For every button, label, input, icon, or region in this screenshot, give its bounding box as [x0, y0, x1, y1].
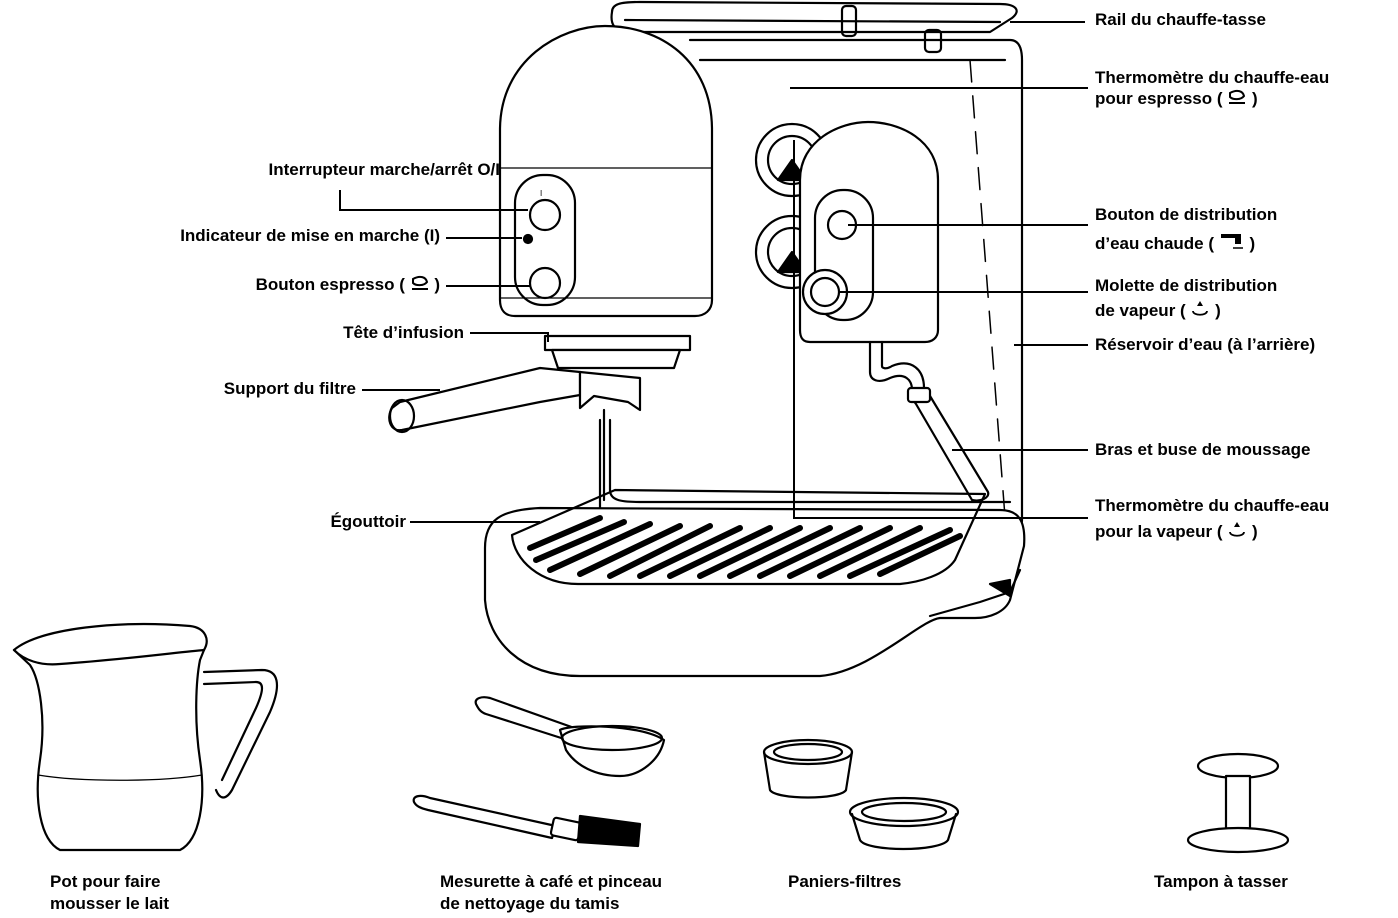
filter-baskets-drawing: [762, 738, 960, 851]
label-scoop-brush-line1: Mesurette à café et pinceau: [440, 872, 663, 891]
steam-group-housing: [754, 120, 940, 344]
label-milk-pitcher-line1: Pot pour faire: [50, 872, 161, 891]
label-portafilter: Support du filtre: [223, 379, 356, 398]
label-hot-water-button-line2: d’eau chaude ( ): [1095, 234, 1256, 253]
label-drip-tray: Égouttoir: [330, 512, 406, 531]
coffee-scoop-drawing: [474, 696, 666, 778]
label-power-indicator: Indicateur de mise en marche (I): [180, 226, 440, 245]
leader-lines: [339, 21, 1088, 523]
brew-group-housing: [498, 24, 714, 318]
label-milk-pitcher-line2: mousser le lait: [50, 894, 170, 913]
milk-pitcher-drawing: [12, 622, 279, 852]
label-tamper: Tampon à tasser: [1154, 872, 1288, 891]
cleaning-brush-drawing: [412, 794, 642, 848]
label-espresso-button: Bouton espresso ( ): [255, 275, 440, 294]
steam-cloud-icon: [1192, 301, 1209, 316]
portafilter: [388, 366, 642, 502]
hot-water-spout-icon: [1220, 234, 1243, 249]
label-filter-baskets: Paniers-filtres: [788, 872, 902, 891]
left-control-panel: I: [513, 173, 577, 307]
frothing-arm: [868, 340, 990, 502]
label-steam-knob-line2: de vapeur ( ): [1095, 301, 1221, 320]
label-power-switch: Interrupteur marche/arrêt O/I: [268, 160, 500, 179]
label-steam-thermometer-line2: pour la vapeur ( ): [1095, 522, 1258, 541]
label-espresso-thermometer-line1: Thermomètre du chauffe-eau: [1095, 68, 1330, 87]
label-frothing-arm: Bras et buse de moussage: [1095, 440, 1311, 459]
label-cup-warmer-rail: Rail du chauffe-tasse: [1095, 10, 1266, 29]
label-steam-knob-line1: Molette de distribution: [1095, 276, 1278, 295]
label-water-reservoir: Réservoir d’eau (à l’arrière): [1095, 335, 1316, 354]
label-espresso-thermometer-line2: pour espresso ( ): [1095, 89, 1258, 108]
label-steam-thermometer-line1: Thermomètre du chauffe-eau: [1095, 496, 1330, 515]
label-scoop-brush-line2: de nettoyage du tamis: [440, 894, 620, 913]
cup-warmer-rail: [610, 0, 1018, 54]
tamper-drawing: [1186, 752, 1290, 854]
steam-cloud-icon: [1229, 522, 1246, 537]
espresso-cup-icon: [411, 275, 428, 290]
espresso-cup-icon: [1229, 89, 1246, 104]
label-hot-water-button-line1: Bouton de distribution: [1095, 205, 1278, 224]
label-brew-head: Tête d’infusion: [343, 323, 464, 342]
svg-text:I: I: [540, 189, 542, 198]
brew-head: [543, 334, 692, 370]
drip-tray: [483, 488, 1026, 678]
